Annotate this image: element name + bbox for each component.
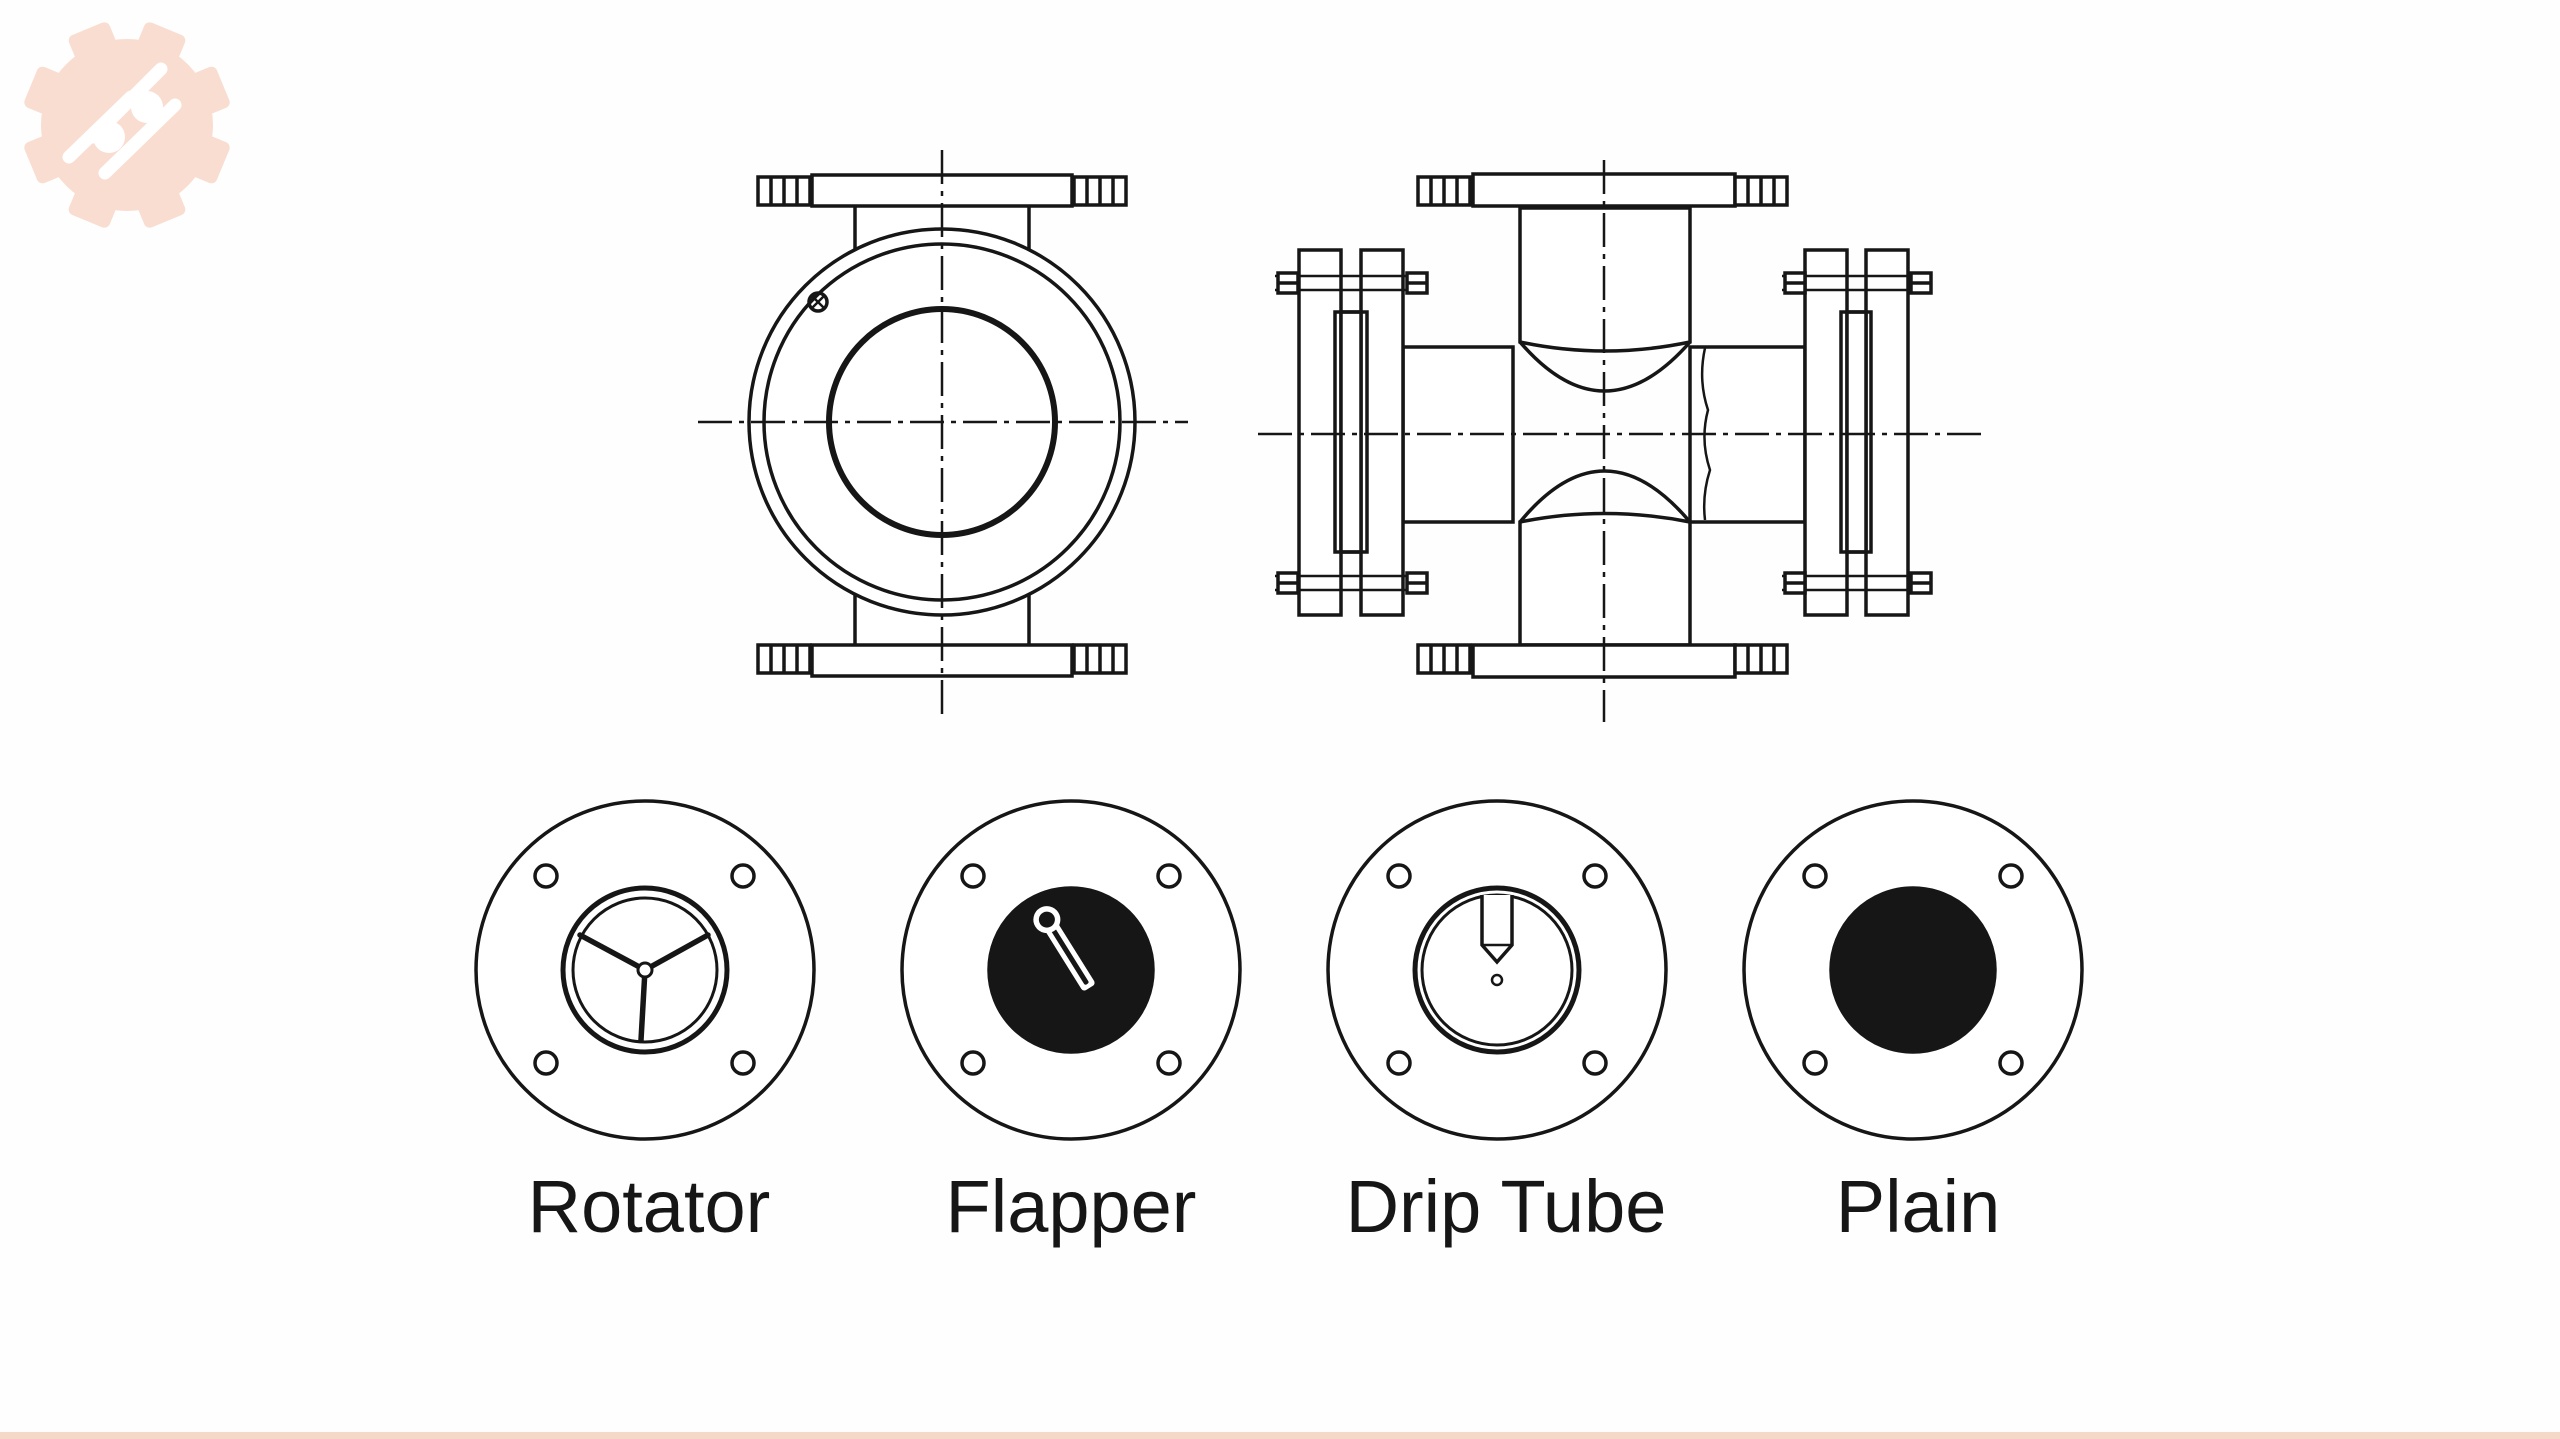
label-plain: Plain [1835, 1165, 2001, 1248]
drip-tube-icon [1326, 799, 1668, 1141]
label-rotator: Rotator [527, 1165, 771, 1248]
gear-link-icon [24, 22, 230, 228]
sight-glass-end-view [698, 150, 1188, 718]
flapper-icon [900, 799, 1242, 1141]
rotator-icon [474, 799, 816, 1141]
sight-glass-side-view [1258, 160, 1982, 722]
footer-bar [0, 1432, 2560, 1439]
label-drip-tube: Drip Tube [1345, 1165, 1667, 1248]
plain-icon [1742, 799, 2084, 1141]
label-flapper: Flapper [945, 1165, 1197, 1248]
